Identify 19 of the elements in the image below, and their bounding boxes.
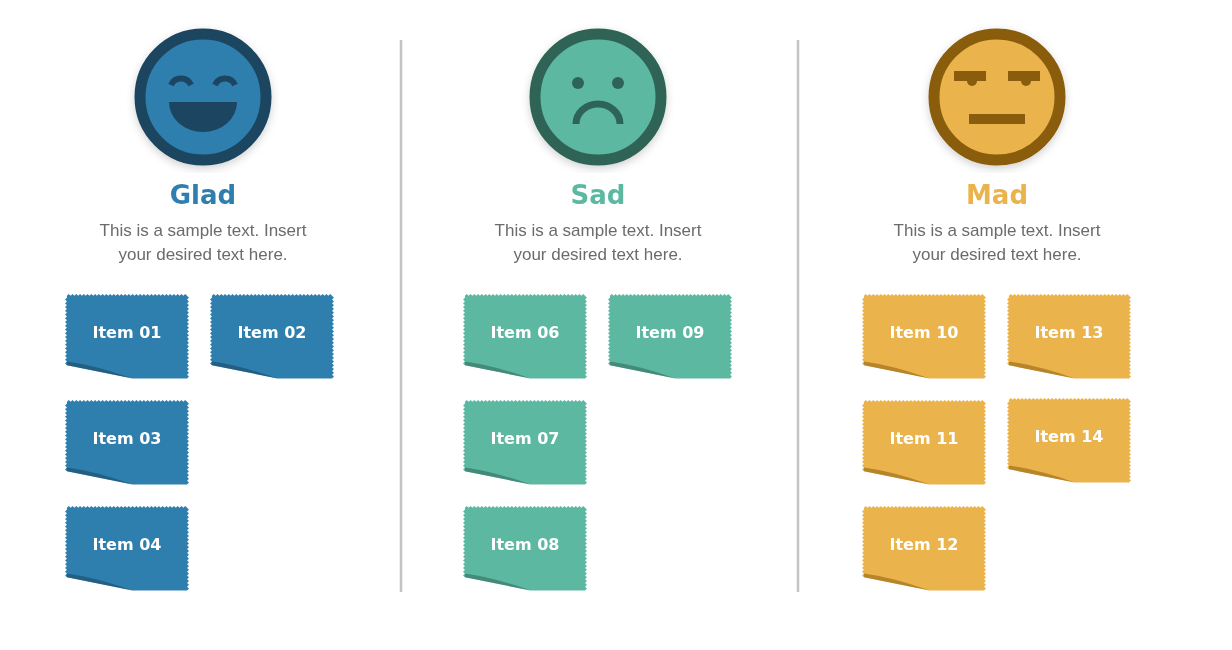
note-label: Item 06 [489, 323, 561, 342]
note-label: Item 09 [634, 323, 706, 342]
note-label: Item 08 [489, 535, 561, 554]
note-label: Item 02 [236, 323, 308, 342]
note-label: Item 01 [91, 323, 163, 342]
description-text: This is a sample text. Insert your desired text here. [892, 220, 1102, 266]
column-title: Sad [569, 180, 627, 210]
description-text: This is a sample text. Insert your desired text here. [493, 220, 703, 266]
note-label: Item 11 [888, 429, 960, 448]
note-label: Item 04 [91, 535, 163, 554]
note-label: Item 14 [1033, 427, 1105, 446]
note-label: Item 07 [489, 429, 561, 448]
column-title: Glad [168, 180, 238, 210]
note-label: Item 13 [1033, 323, 1105, 342]
note-label: Item 12 [888, 535, 960, 554]
column-title: Mad [965, 180, 1029, 210]
description-text: This is a sample text. Insert your desired text here. [98, 220, 308, 266]
note-label: Item 03 [91, 429, 163, 448]
note-label: Item 10 [888, 323, 960, 342]
